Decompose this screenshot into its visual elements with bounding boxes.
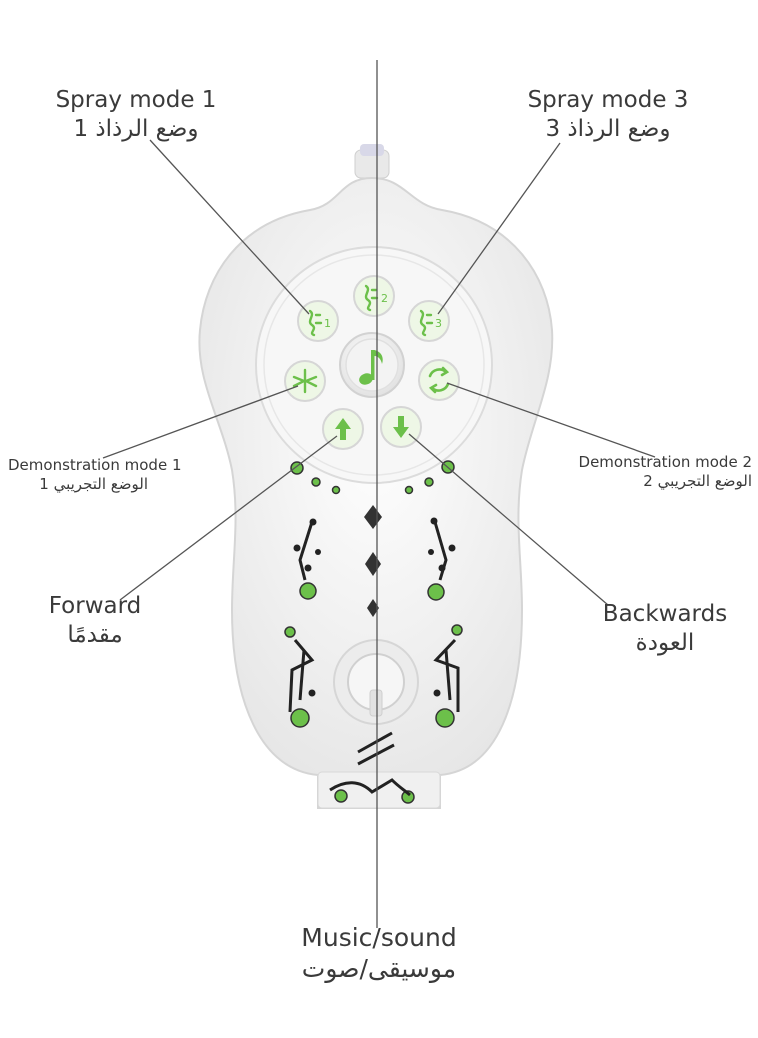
bottom-tab [317,771,441,809]
arrow-up-icon [335,418,351,440]
decorative-dots-black [293,517,456,697]
forward-button[interactable] [322,408,364,450]
label-demonstration-mode-1-en: Demonstration mode 1 [8,456,182,474]
spray-number: 3 [435,317,442,330]
label-forward-en: Forward [48,593,142,619]
label-spray-mode-3: Spray mode 3 وضع الرذاذ 3 [508,86,708,144]
circuit-lines [288,521,460,797]
decorative-pattern [284,460,463,804]
arrow-down-icon [393,416,409,438]
backwards-button[interactable] [380,406,422,448]
label-spray-mode-3-ar: وضع الرذاذ 3 [545,115,671,142]
spray-number: 1 [324,317,331,330]
label-music-sound: Music/sound موسيقى/صوت [264,922,494,985]
leader-line-demo2 [446,382,656,458]
label-demonstration-mode-1: Demonstration mode 1 الوضع التجريبي 1 [8,456,218,494]
label-spray-mode-1-en: Spray mode 1 [55,87,217,113]
label-demonstration-mode-2: Demonstration mode 2 الوضع التجريبي 2 [548,453,752,491]
label-backwards-ar: العودة [635,629,695,656]
demo-star-icon [292,368,318,394]
spray-mode-3-button[interactable]: 3 [408,300,450,342]
demo-cycle-icon [428,366,450,394]
leader-line-backwards [408,433,609,606]
leader-lines [102,60,656,928]
label-demonstration-mode-2-en: Demonstration mode 2 [578,453,752,471]
label-forward-ar: مقدمًا [67,621,123,648]
label-spray-mode-3-en: Spray mode 3 [527,87,689,113]
led-indicator [354,144,390,179]
label-music-sound-ar: موسيقى/صوت [301,954,457,984]
label-backwards: Backwards العودة [590,600,740,658]
spray-mode-2-button[interactable]: 2 [353,275,395,317]
leader-line-spray3 [437,142,561,315]
label-spray-mode-1: Spray mode 1 وضع الرذاذ 1 [36,86,236,144]
spray-icon [364,284,379,312]
demonstration-mode-1-button[interactable] [284,360,326,402]
label-backwards-en: Backwards [602,601,728,627]
spray-icon [308,309,323,337]
leader-line-forward [119,435,338,601]
label-music-sound-en: Music/sound [301,923,457,952]
label-forward: Forward مقدمًا [30,592,160,650]
leader-line-demo1 [102,385,299,459]
spray-number: 2 [381,292,388,305]
spray-mode-1-button[interactable]: 1 [297,300,339,342]
label-demonstration-mode-1-ar: الوضع التجريبي 1 [39,474,148,493]
label-spray-mode-1-ar: وضع الرذاذ 1 [73,115,199,142]
volume-knob[interactable] [333,639,419,725]
leader-line-spray1 [149,139,310,315]
music-sound-button[interactable] [339,332,405,398]
demonstration-mode-2-button[interactable] [418,359,460,401]
spray-icon [419,309,434,337]
label-demonstration-mode-2-ar: الوضع التجريبي 2 [643,471,752,490]
